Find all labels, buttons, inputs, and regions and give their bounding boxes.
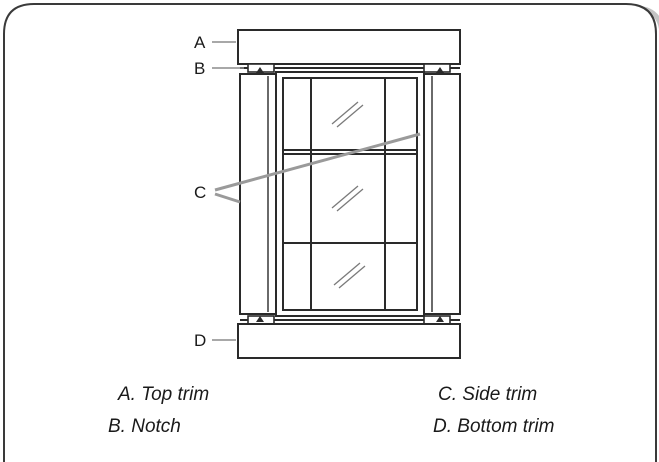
glass-glare-middle — [331, 185, 364, 212]
glass-glare-bottom — [333, 262, 366, 289]
top-trim-board — [237, 29, 461, 65]
glass-glare-top — [331, 101, 364, 128]
bottom-notch-right — [423, 315, 451, 325]
bottom-notch-arrow-left — [256, 316, 264, 322]
side-trim-left — [239, 73, 277, 315]
callout-c: C — [194, 183, 206, 202]
legend-bottom-trim: D. Bottom trim — [433, 416, 555, 437]
notch-arrow-left — [256, 67, 264, 73]
leader-c-lower — [214, 192, 241, 204]
legend-side-trim: C. Side trim — [438, 384, 538, 405]
notch-arrow-right — [436, 67, 444, 73]
callout-a: A — [194, 33, 206, 52]
bottom-trim-board — [237, 323, 461, 359]
window-frame-inner — [282, 77, 418, 311]
legend-notch: B. Notch — [108, 416, 181, 437]
notch-right — [423, 63, 451, 73]
callout-d: D — [194, 331, 206, 350]
legend-top-trim: A. Top trim — [118, 384, 210, 405]
side-trim-right — [423, 73, 461, 315]
bottom-notch-arrow-right — [436, 316, 444, 322]
callout-b: B — [194, 59, 205, 78]
leader-c-upper — [214, 132, 421, 192]
